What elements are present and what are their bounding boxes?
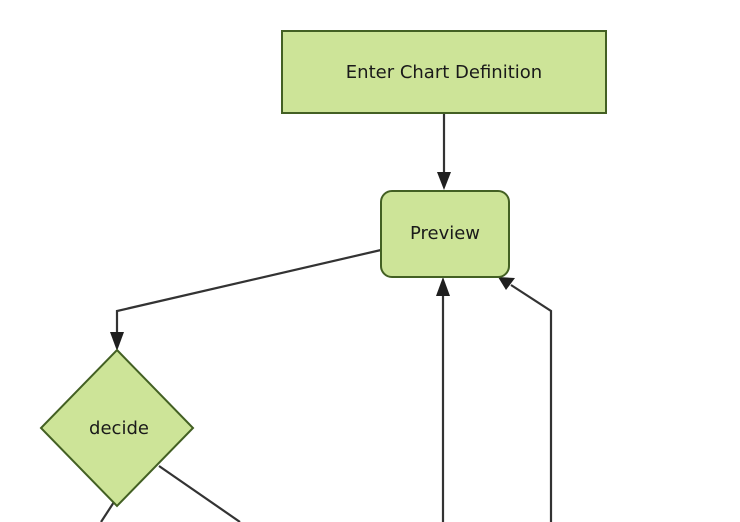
node-preview[interactable]: Preview: [380, 190, 510, 278]
edge-decide-to-offscreen-right: [158, 465, 241, 522]
edge-line: [510, 284, 553, 522]
arrowhead-icon: [436, 277, 450, 296]
node-label-enter-chart-definition: Enter Chart Definition: [346, 62, 542, 83]
edge-decide-to-offscreen-left: [100, 501, 115, 522]
edge-preview-to-decide: [110, 248, 382, 351]
edge-line: [158, 465, 241, 522]
edge-bottom-center-to-preview: [436, 277, 450, 522]
edge-layer: [100, 113, 553, 522]
node-rectangle[interactable]: [281, 30, 607, 114]
node-layer: Enter Chart Definition Preview decide: [39, 30, 607, 508]
node-decide[interactable]: decide: [39, 348, 195, 508]
node-rounded-rectangle[interactable]: [380, 190, 510, 278]
node-label-decide: decide: [89, 418, 149, 439]
edge-line: [100, 501, 115, 522]
edge-line: [115, 248, 382, 336]
arrowhead-icon: [498, 277, 515, 290]
node-diamond[interactable]: [39, 348, 195, 508]
edge-bottom-right-to-preview: [498, 277, 553, 522]
node-label-preview: Preview: [410, 223, 480, 244]
node-enter-chart-definition[interactable]: Enter Chart Definition: [281, 30, 607, 114]
edge-enter-to-preview: [437, 113, 451, 190]
arrowhead-icon: [110, 332, 124, 351]
arrowhead-icon: [437, 172, 451, 190]
